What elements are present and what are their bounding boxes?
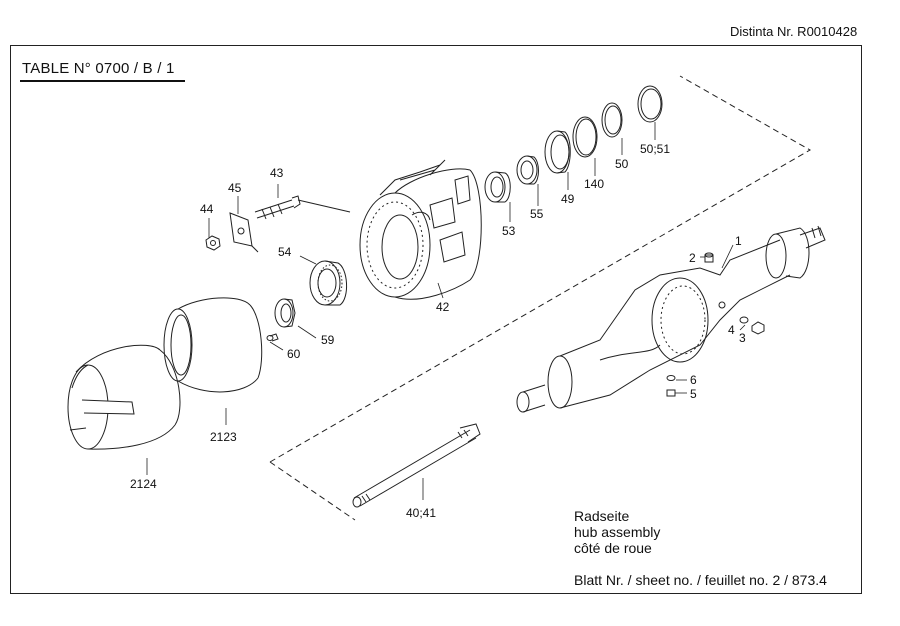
leader-lines bbox=[146, 122, 746, 500]
label-part-4: 4 bbox=[728, 323, 735, 337]
label-part-50: 50 bbox=[615, 157, 629, 171]
label-part-2123: 2123 bbox=[210, 430, 237, 444]
label-part-42: 42 bbox=[436, 300, 450, 314]
label-part-5: 5 bbox=[690, 387, 697, 401]
part-42-hub bbox=[359, 159, 482, 300]
label-part-59: 59 bbox=[321, 333, 335, 347]
part-44-nut bbox=[205, 235, 221, 251]
part-6-washer bbox=[666, 375, 676, 381]
label-part-140: 140 bbox=[584, 177, 604, 191]
label-part-54: 54 bbox=[278, 245, 292, 259]
part-53-bearing bbox=[484, 171, 511, 203]
part-43-stud bbox=[254, 195, 351, 220]
part-4-washer bbox=[739, 316, 749, 324]
label-part-44: 44 bbox=[200, 202, 214, 216]
label-part-55: 55 bbox=[530, 207, 544, 221]
label-part-1: 1 bbox=[735, 234, 742, 248]
label-part-43: 43 bbox=[270, 166, 284, 180]
part-50-51-shim bbox=[637, 85, 663, 123]
part-60-screw bbox=[266, 333, 279, 342]
part-2-breather bbox=[704, 252, 714, 263]
label-part-2: 2 bbox=[689, 251, 696, 265]
part-45-lock-plate bbox=[229, 212, 259, 253]
title-english: hub assembly bbox=[574, 524, 661, 540]
part-140-o-ring bbox=[572, 116, 598, 158]
part-49-seal bbox=[544, 130, 571, 174]
part-55-spacer bbox=[516, 155, 539, 185]
part-labels: 1 2 3 4 5 6 40;41 42 43 44 45 49 50 50;5… bbox=[130, 142, 746, 520]
part-5-plug bbox=[666, 389, 676, 397]
label-part-49: 49 bbox=[561, 192, 575, 206]
part-59-nut bbox=[274, 298, 296, 328]
label-part-45: 45 bbox=[228, 181, 242, 195]
table-number-underline bbox=[20, 80, 185, 82]
document-number: Distinta Nr. R0010428 bbox=[730, 24, 858, 39]
label-part-50-51: 50;51 bbox=[640, 142, 670, 156]
label-part-2124: 2124 bbox=[130, 477, 157, 491]
part-40-41-shaft bbox=[352, 423, 481, 508]
part-3-plug bbox=[751, 321, 765, 335]
title-german: Radseite bbox=[574, 508, 630, 524]
label-part-53: 53 bbox=[502, 224, 516, 238]
drawing-frame bbox=[10, 45, 862, 594]
title-french: côté de roue bbox=[574, 540, 652, 556]
label-part-6: 6 bbox=[690, 373, 697, 387]
part-50-ring bbox=[601, 102, 623, 138]
part-54-bearing bbox=[309, 260, 347, 306]
assembly-dash-line bbox=[269, 75, 812, 521]
label-part-3: 3 bbox=[739, 331, 746, 345]
sheet-info: Blatt Nr. / sheet no. / feuillet no. 2 /… bbox=[574, 572, 827, 588]
table-number: TABLE N° 0700 / B / 1 bbox=[22, 60, 175, 77]
part-2124-sleeve bbox=[67, 344, 181, 450]
part-1-axle-housing bbox=[516, 225, 826, 413]
label-part-40-41: 40;41 bbox=[406, 506, 436, 520]
label-part-60: 60 bbox=[287, 347, 301, 361]
part-2123-ring bbox=[163, 297, 263, 393]
